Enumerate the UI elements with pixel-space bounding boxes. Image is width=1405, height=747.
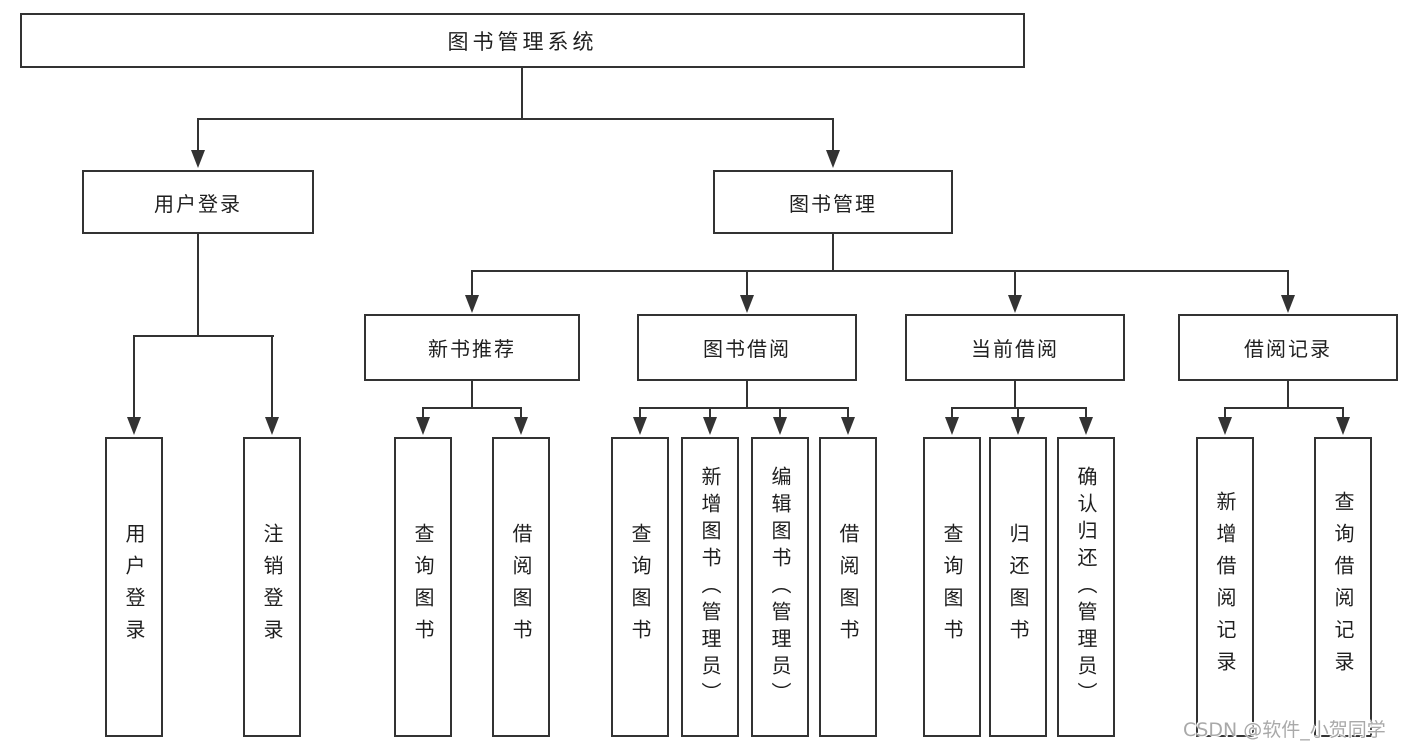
leaf-add-books-admin-label: 新增图书（管理员） (698, 465, 722, 709)
connector-current-stem (1014, 381, 1016, 409)
arrow-down-icon (416, 417, 430, 435)
node-borrowing-records-label: 借阅记录 (1244, 337, 1332, 361)
leaf-logout-label: 注销登录 (260, 523, 284, 651)
node-user-login-label: 用户登录 (154, 191, 242, 216)
connector-drop-leaf (951, 407, 953, 419)
watermark: CSDN @软件_小贺同学 (1183, 719, 1386, 741)
node-new-book-recommend-label: 新书推荐 (428, 337, 516, 361)
connector-drop-leaf (709, 407, 711, 419)
leaf-logout: 注销登录 (243, 437, 301, 737)
leaf-borrow-books-label: 借阅图书 (836, 523, 860, 651)
arrow-down-icon (1336, 417, 1350, 435)
arrow-down-icon (633, 417, 647, 435)
leaf-borrow-books-newrec-label: 借阅图书 (509, 523, 533, 651)
node-book-management: 图书管理 (713, 170, 953, 234)
arrow-down-icon (841, 417, 855, 435)
connector-drop-leaf (1224, 407, 1226, 419)
arrow-down-icon (1281, 295, 1295, 313)
connector-drop-leaf (1342, 407, 1344, 419)
leaf-edit-books-admin: 编辑图书（管理员） (751, 437, 809, 737)
connector-drop-leaf (639, 407, 641, 419)
connector-drop-l3 (471, 270, 473, 297)
leaf-return-books: 归还图书 (989, 437, 1047, 737)
arrow-down-icon (1218, 417, 1232, 435)
leaf-add-books-admin: 新增图书（管理员） (681, 437, 739, 737)
arrow-down-icon (1011, 417, 1025, 435)
leaf-query-books-borrow-label: 查询图书 (628, 523, 652, 651)
leaf-query-borrow-record-label: 查询借阅记录 (1331, 491, 1355, 683)
leaf-confirm-return-admin: 确认归还（管理员） (1057, 437, 1115, 737)
arrow-down-icon (703, 417, 717, 435)
leaf-confirm-return-admin-label: 确认归还（管理员） (1074, 465, 1098, 709)
leaf-user-login: 用户登录 (105, 437, 163, 737)
connector-records-stem (1287, 381, 1289, 409)
connector-drop-leaf (133, 335, 135, 419)
arrow-down-icon (191, 150, 205, 168)
arrow-down-icon (740, 295, 754, 313)
connector-drop-leaf (422, 407, 424, 419)
connector-drop-l3 (1014, 270, 1016, 297)
leaf-borrow-books: 借阅图书 (819, 437, 877, 737)
node-book-borrowing-label: 图书借阅 (703, 337, 791, 361)
leaf-query-borrow-record: 查询借阅记录 (1314, 437, 1372, 737)
connector-drop-l3 (746, 270, 748, 297)
leaf-add-borrow-record: 新增借阅记录 (1196, 437, 1254, 737)
arrow-down-icon (265, 417, 279, 435)
node-book-borrowing: 图书借阅 (637, 314, 857, 381)
leaf-query-books-newrec: 查询图书 (394, 437, 452, 737)
leaf-return-books-label: 归还图书 (1006, 523, 1030, 651)
leaf-borrow-books-newrec: 借阅图书 (492, 437, 550, 737)
arrow-down-icon (945, 417, 959, 435)
connector-borrow-bar (639, 407, 849, 409)
node-current-borrowing-label: 当前借阅 (971, 337, 1059, 361)
leaf-query-books-borrow: 查询图书 (611, 437, 669, 737)
node-root-label: 图书管理系统 (447, 29, 598, 54)
connector-newrec-bar (422, 407, 522, 409)
leaf-user-login-label: 用户登录 (122, 523, 146, 651)
node-current-borrowing: 当前借阅 (905, 314, 1125, 381)
connector-current-bar (951, 407, 1087, 409)
node-root: 图书管理系统 (20, 13, 1025, 68)
connector-records-bar (1224, 407, 1344, 409)
connector-drop-user-login (197, 118, 199, 152)
connector-borrow-stem (746, 381, 748, 409)
leaf-query-books-newrec-label: 查询图书 (411, 523, 435, 651)
node-book-management-label: 图书管理 (789, 191, 877, 216)
connector-drop-l3 (1287, 270, 1289, 297)
arrow-down-icon (826, 150, 840, 168)
arrow-down-icon (127, 417, 141, 435)
arrow-down-icon (514, 417, 528, 435)
node-new-book-recommend: 新书推荐 (364, 314, 580, 381)
connector-book-mgmt-stem (832, 234, 834, 272)
node-user-login: 用户登录 (82, 170, 314, 234)
connector-drop-book-mgmt (832, 118, 834, 152)
connector-drop-leaf (779, 407, 781, 419)
connector-user-login-bar (133, 335, 274, 337)
connector-drop-leaf (1017, 407, 1019, 419)
node-borrowing-records: 借阅记录 (1178, 314, 1398, 381)
connector-root-stem (521, 68, 523, 119)
connector-newrec-stem (471, 381, 473, 409)
connector-drop-leaf (847, 407, 849, 419)
connector-drop-leaf (1085, 407, 1087, 419)
connector-book-mgmt-bar (471, 270, 1289, 272)
leaf-add-borrow-record-label: 新增借阅记录 (1213, 491, 1237, 683)
leaf-query-books-current-label: 查询图书 (940, 523, 964, 651)
arrow-down-icon (1079, 417, 1093, 435)
leaf-query-books-current: 查询图书 (923, 437, 981, 737)
connector-user-login-stem (197, 234, 199, 337)
connector-drop-leaf (271, 335, 273, 419)
connector-drop-leaf (520, 407, 522, 419)
arrow-down-icon (773, 417, 787, 435)
connector-root-bar (197, 118, 834, 120)
arrow-down-icon (1008, 295, 1022, 313)
arrow-down-icon (465, 295, 479, 313)
leaf-edit-books-admin-label: 编辑图书（管理员） (768, 465, 792, 709)
